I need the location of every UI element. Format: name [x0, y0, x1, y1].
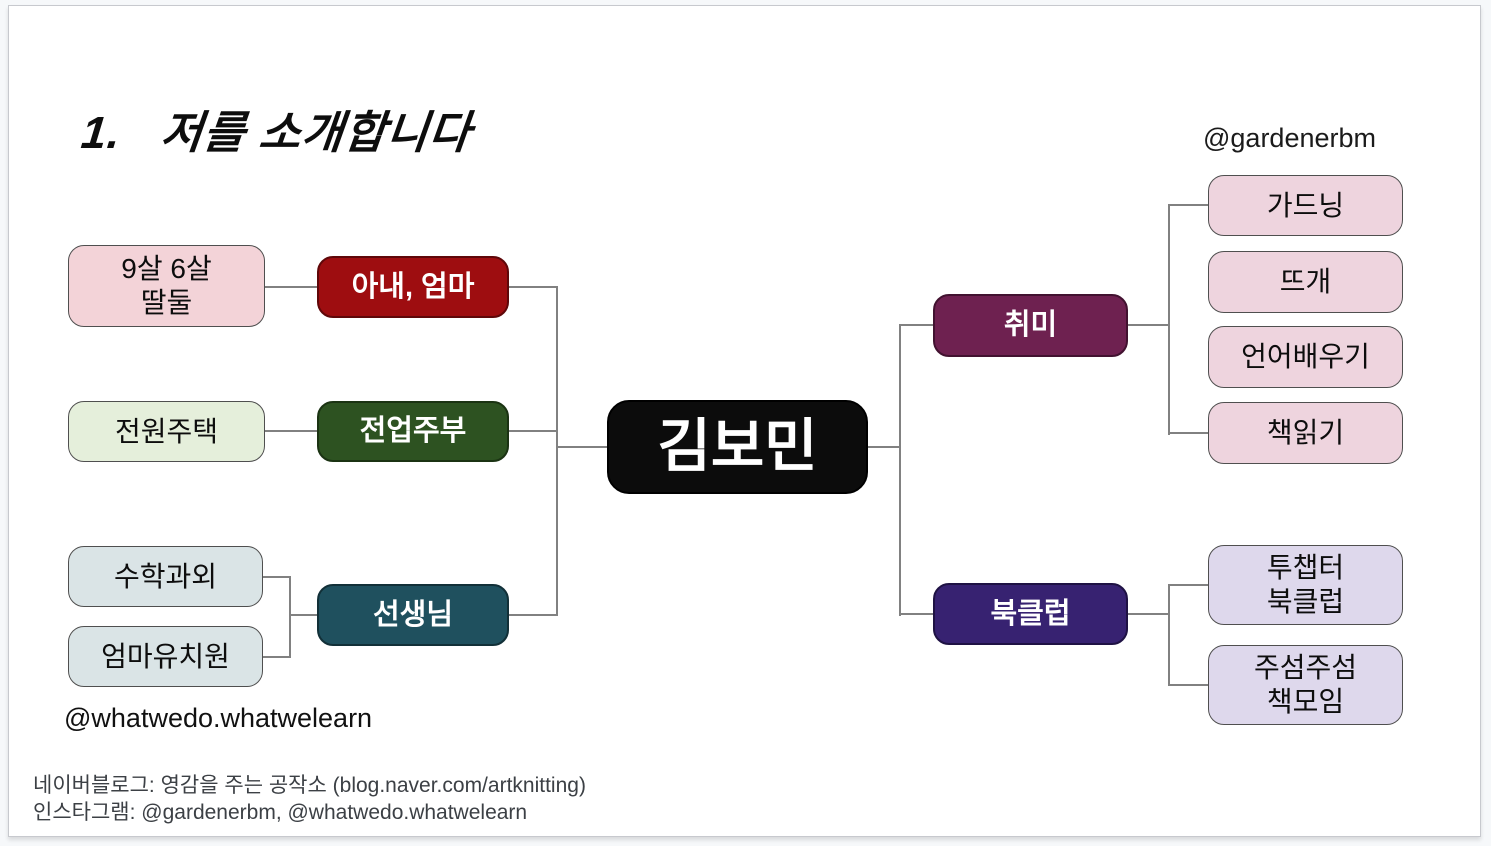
footer-blog-line: 네이버블로그: 영감을 주는 공작소 (blog.naver.com/artkn… [33, 774, 586, 797]
connector-line [1168, 204, 1208, 206]
connector-line [509, 614, 558, 616]
node-wife-mom: 아내, 엄마 [317, 256, 509, 318]
connector-line [868, 446, 901, 448]
connector-line [265, 430, 317, 432]
connector-line [263, 576, 291, 578]
node-mom-kindergarten: 엄마유치원 [68, 626, 263, 687]
connector-line [899, 324, 933, 326]
connector-line [1168, 684, 1208, 686]
connector-line [899, 324, 901, 616]
node-gardening: 가드닝 [1208, 175, 1403, 236]
connector-line [1168, 432, 1208, 434]
page-title: 1. 저를 소개합니다 [79, 96, 476, 161]
footer: 네이버블로그: 영감을 주는 공작소 (blog.naver.com/artkn… [33, 772, 586, 826]
connector-line [263, 656, 291, 658]
connector-line [265, 286, 317, 288]
connector-line [556, 286, 558, 616]
connector-line [1168, 584, 1208, 586]
instagram-handle-gardenerbm: @gardenerbm [1203, 123, 1376, 153]
node-reading: 책읽기 [1208, 402, 1403, 464]
connector-line [1168, 584, 1170, 686]
node-knitting: 뜨개 [1208, 251, 1403, 313]
title-text: 저를 소개합니다 [158, 107, 475, 158]
connector-line [899, 613, 933, 615]
node-housewife: 전업주부 [317, 401, 509, 462]
connector-line [1128, 613, 1169, 615]
node-juseom-book-meeting: 주섬주섬 책모임 [1208, 645, 1403, 725]
connector-line [289, 614, 317, 616]
instagram-handle-whatwedo: @whatwedo.whatwelearn [64, 703, 373, 733]
node-country-house: 전원주택 [68, 401, 265, 462]
connector-line [556, 446, 607, 448]
node-two-chapter-bookclub: 투챕터 북클럽 [1208, 545, 1403, 625]
connector-line [1128, 324, 1169, 326]
title-number: 1. [78, 107, 124, 158]
node-teacher: 선생님 [317, 584, 509, 646]
node-center-kim-bomin: 김보민 [607, 400, 868, 494]
node-bookclub: 북클럽 [933, 583, 1128, 645]
node-hobby: 취미 [933, 294, 1128, 357]
connector-line [289, 576, 291, 658]
connector-line [1168, 204, 1170, 435]
node-language-learning: 언어배우기 [1208, 326, 1403, 388]
node-daughters: 9살 6살 딸둘 [68, 245, 265, 327]
node-math-tutoring: 수학과외 [68, 546, 263, 607]
connector-line [509, 286, 558, 288]
footer-instagram-line: 인스타그램: @gardenerbm, @whatwedo.whatwelear… [33, 801, 528, 824]
connector-line [509, 430, 558, 432]
